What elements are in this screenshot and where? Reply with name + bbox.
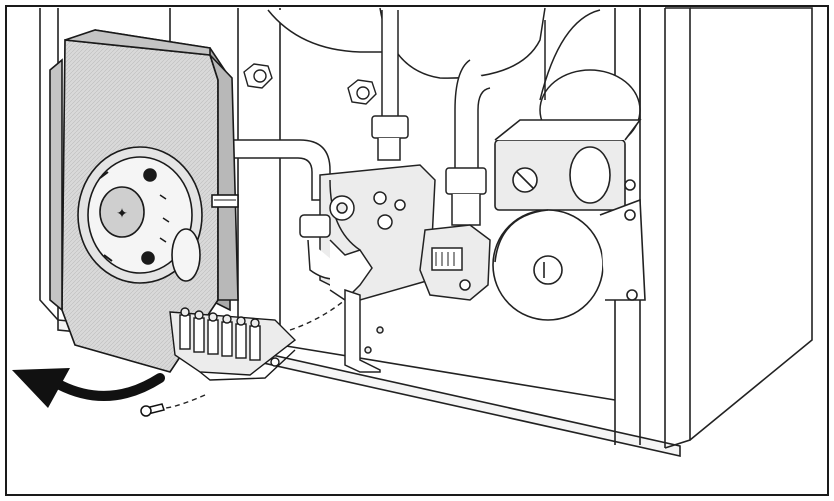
rotation-arrow-icon xyxy=(12,368,165,408)
pipe-nut xyxy=(243,63,377,105)
svg-text:✦: ✦ xyxy=(116,206,128,222)
gas-valve-icon xyxy=(299,164,436,373)
control-dial-icon: ✦ xyxy=(77,146,203,284)
circulation-pump-icon xyxy=(492,119,646,321)
ignition-unit xyxy=(419,224,491,301)
terminal-block-icon xyxy=(169,307,297,381)
pipes xyxy=(224,10,491,226)
dashed-wire xyxy=(159,299,346,409)
screw-icon xyxy=(140,403,165,417)
